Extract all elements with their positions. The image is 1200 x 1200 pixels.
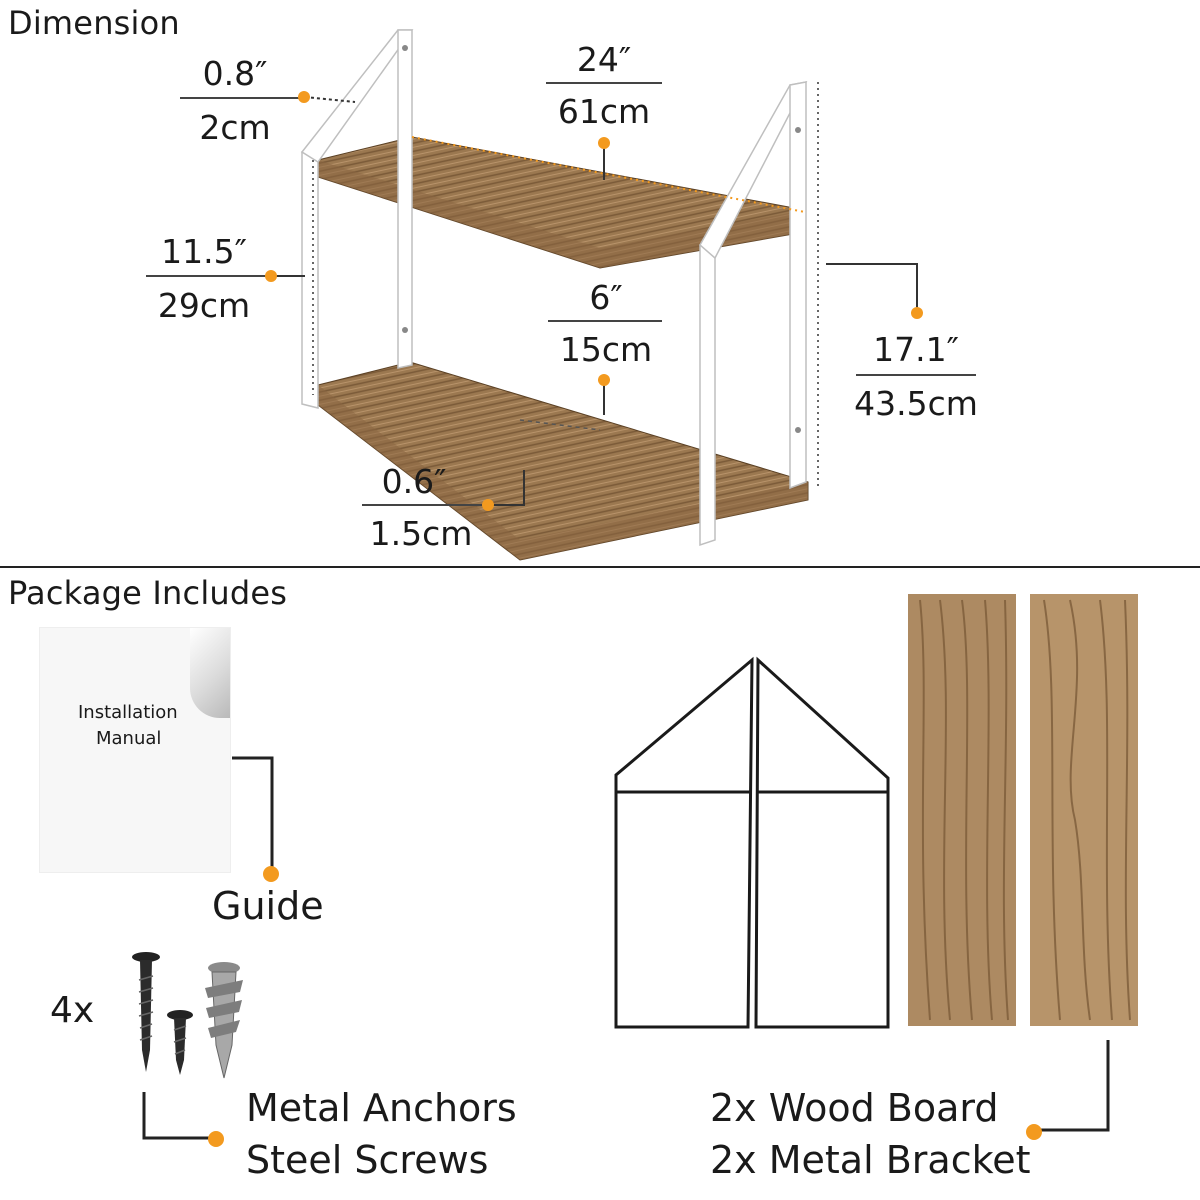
board-thickness-metric: 1.5cm [369,514,473,553]
right-bracket [699,80,808,547]
parts-line2: 2x Metal Bracket [710,1138,1031,1182]
shelf-spacing-metric: 29cm [157,286,251,325]
hardware-marker [208,1131,224,1147]
hardware-line1: Metal Anchors [246,1086,517,1130]
short-screw-icon [167,1010,193,1075]
total-height-marker [911,307,923,319]
manual-title-line1: Installation [78,702,178,723]
dimension-title: Dimension [8,4,180,42]
installation-manual: Installation Manual [40,628,230,872]
guide-marker [263,866,279,882]
page-curl [190,628,230,718]
parts-line1: 2x Wood Board [710,1086,999,1130]
depth-marker [598,374,610,386]
width-metric: 61cm [557,92,651,131]
guide-label: Guide [212,884,324,928]
board-thickness-imperial: 0.6″ [381,462,447,501]
package-title: Package Includes [8,574,288,612]
long-screw-icon [132,952,160,1072]
metal-brackets-icon [614,656,890,1029]
bracket-thickness-metric: 2cm [199,108,271,147]
width-imperial: 24″ [576,40,632,79]
bracket-thickness-marker [298,91,310,103]
screw-count: 4x [50,990,95,1031]
wood-boards-icon [908,594,1138,1026]
shelf-spacing-imperial: 11.5″ [161,232,247,271]
left-bracket [300,29,414,409]
board-thickness-marker [482,499,494,511]
bracket-thickness-imperial: 0.8″ [202,54,268,93]
hardware-line2: Steel Screws [246,1138,489,1182]
total-height-imperial: 17.1″ [873,330,959,369]
shelf-spacing-marker [265,270,277,282]
depth-imperial: 6″ [589,278,623,317]
width-marker [598,137,610,149]
depth-metric: 15cm [559,330,653,369]
manual-title-line2: Manual [96,728,162,749]
wall-anchor-icon [205,962,243,1079]
total-height-metric: 43.5cm [854,384,978,423]
parts-marker [1026,1124,1042,1140]
section-divider [0,566,1200,568]
